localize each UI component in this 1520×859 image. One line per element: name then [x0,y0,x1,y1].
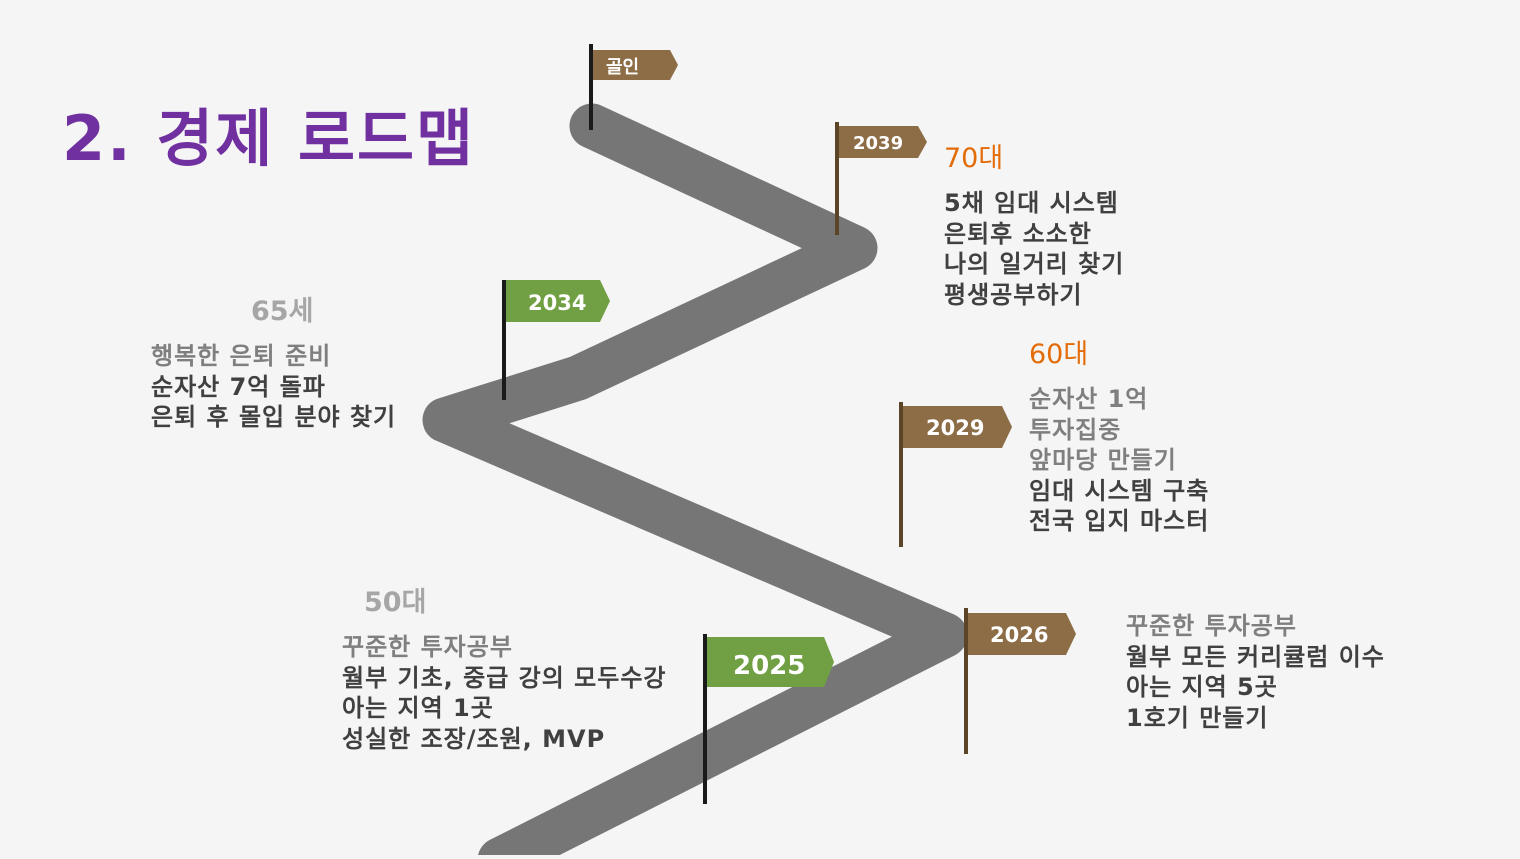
winding-road [422,103,968,859]
note-65: 65세 행복한 은퇴 준비 순자산 7억 돌파 은퇴 후 몰입 분야 찾기 [151,295,396,433]
note-heading: 65세 [251,296,314,327]
flag-cloth [707,637,834,687]
flag-cloth [506,280,610,322]
note-line: 1호기 만들기 [1126,703,1269,732]
flag-pole [703,634,707,804]
flag-pole [964,608,968,754]
flag-2029: 2029 [899,402,1012,547]
flag-label: 2039 [853,133,903,154]
flag-label: 2025 [733,651,805,681]
flag-2039: 2039 [835,122,927,235]
note-heading: 60대 [1029,339,1089,370]
flag-label: 2029 [926,416,984,440]
note-heading: 70대 [944,143,1004,174]
flag-2025: 2025 [703,634,834,804]
flag-pole [502,280,506,400]
flag-label: 골인 [606,57,639,78]
note-line: 투자집중 [1029,415,1122,444]
note-line: 임대 시스템 구축 [1029,476,1210,505]
note-line: 앞마당 만들기 [1029,446,1177,474]
flag-label: 2026 [990,623,1048,647]
flag-pole [899,402,903,547]
flag-goal: 골인 [589,44,678,130]
note-line: 행복한 은퇴 준비 [151,342,332,370]
note-line: 나의 일거리 찾기 [944,250,1125,278]
page-title: 2. 경제 로드맵 [62,102,476,175]
flag-label: 2034 [528,291,586,315]
note-50s: 50대 꾸준한 투자공부 월부 기초, 중급 강의 모두수강 아는 지역 1곳 … [342,586,667,754]
note-line: 꾸준한 투자공부 [1126,612,1297,640]
note-line: 은퇴후 소소한 [944,219,1092,248]
note-line: 월부 기초, 중급 강의 모두수강 [342,663,667,692]
flag-cloth [593,50,678,80]
flag-pole [589,44,593,130]
note-60s: 60대 순자산 1억 투자집중 앞마당 만들기 임대 시스템 구축 전국 입지 … [1029,338,1209,537]
note-line: 아는 지역 5곳 [1126,673,1278,701]
note-line: 순자산 1억 [1029,385,1149,413]
flag-pole [835,122,839,235]
flag-cloth [903,406,1012,448]
note-line: 5채 임대 시스템 [944,189,1119,217]
note-line: 전국 입지 마스터 [1029,507,1210,535]
flag-cloth [968,613,1076,655]
note-line: 성실한 조장/조원, MVP [342,724,606,753]
note-70s: 70대 5채 임대 시스템 은퇴후 소소한 나의 일거리 찾기 평생공부하기 [944,142,1124,310]
note-line: 은퇴 후 몰입 분야 찾기 [151,403,397,431]
note-line: 월부 모든 커리큘럼 이수 [1126,642,1385,671]
flag-2026: 2026 [964,608,1076,754]
note-line: 꾸준한 투자공부 [342,633,513,661]
note-line: 평생공부하기 [944,280,1083,309]
flag-cloth [839,126,927,158]
note-line: 아는 지역 1곳 [342,694,494,722]
flag-2034: 2034 [502,280,610,400]
note-line: 순자산 7억 돌파 [151,372,326,401]
note-heading: 50대 [364,587,427,618]
note-2026: 꾸준한 투자공부 월부 모든 커리큘럼 이수 아는 지역 5곳 1호기 만들기 [1126,611,1385,733]
